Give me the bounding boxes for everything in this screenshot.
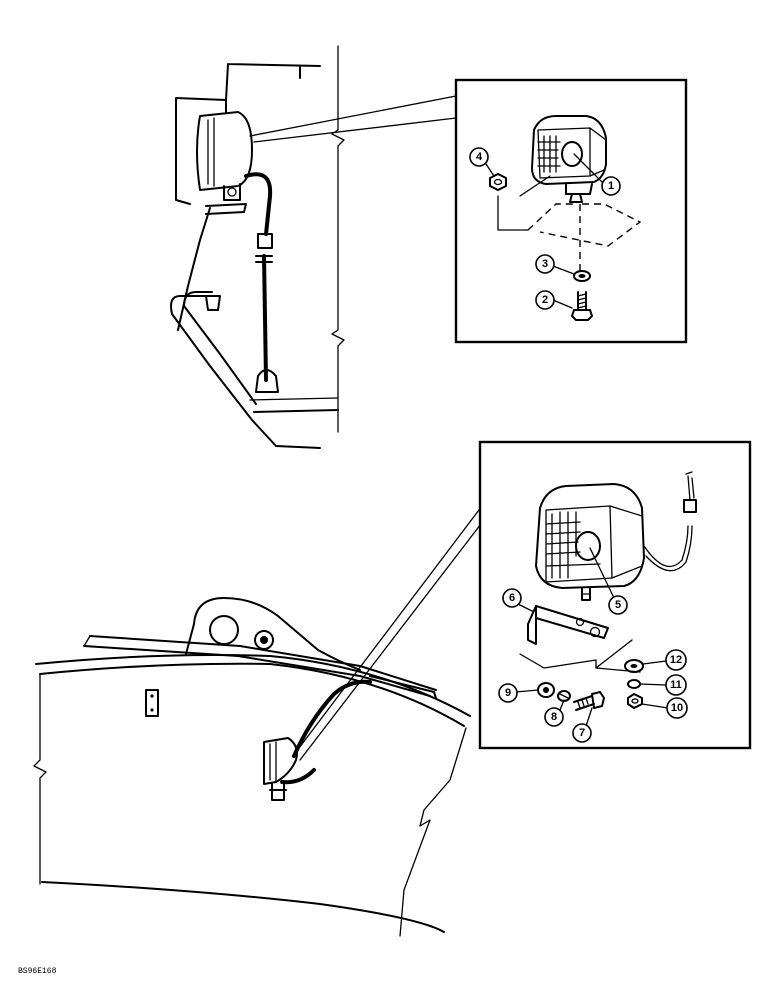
callout-label-1: 1 bbox=[608, 180, 614, 192]
callout-7: 7 bbox=[572, 707, 593, 743]
washer-3 bbox=[573, 270, 591, 282]
callout-label-5: 5 bbox=[615, 599, 621, 611]
work-lamp-upper bbox=[531, 115, 607, 203]
bolt-7 bbox=[573, 691, 605, 711]
lower-leader bbox=[295, 497, 489, 761]
callout-2: 2 bbox=[535, 290, 573, 310]
callout-label-6: 6 bbox=[509, 592, 515, 604]
callout-9: 9 bbox=[498, 683, 539, 703]
callout-label-4: 4 bbox=[476, 151, 483, 163]
lower-detail-box: 5 6 7 8 9 10 11 bbox=[478, 440, 752, 750]
callout-label-8: 8 bbox=[551, 711, 557, 723]
callout-6: 6 bbox=[502, 588, 535, 613]
lower-boom-view bbox=[33, 597, 471, 937]
hex-nut-4 bbox=[489, 173, 507, 191]
callout-10: 10 bbox=[641, 697, 688, 719]
figure-code: BS96E168 bbox=[18, 967, 57, 976]
callout-11: 11 bbox=[639, 674, 687, 696]
callout-12: 12 bbox=[642, 649, 687, 671]
upper-leader bbox=[249, 95, 457, 143]
callout-1: 1 bbox=[573, 153, 621, 196]
work-lamp-lower bbox=[535, 471, 697, 601]
callout-4: 4 bbox=[469, 147, 495, 177]
callout-3: 3 bbox=[535, 254, 575, 275]
callout-label-11: 11 bbox=[670, 679, 682, 691]
callout-label-3: 3 bbox=[542, 258, 548, 270]
callout-5: 5 bbox=[589, 547, 628, 615]
upper-detail-box: 1 2 3 4 bbox=[454, 78, 688, 344]
bolt-2 bbox=[571, 291, 593, 321]
washer-12 bbox=[624, 659, 644, 673]
upper-cab-view bbox=[170, 45, 345, 449]
callout-label-12: 12 bbox=[670, 654, 682, 666]
callout-label-2: 2 bbox=[542, 294, 548, 306]
callout-label-10: 10 bbox=[671, 702, 683, 714]
bracket-upper bbox=[497, 175, 642, 274]
callout-8: 8 bbox=[544, 699, 565, 727]
callout-label-7: 7 bbox=[579, 727, 585, 739]
callout-label-9: 9 bbox=[505, 687, 511, 699]
